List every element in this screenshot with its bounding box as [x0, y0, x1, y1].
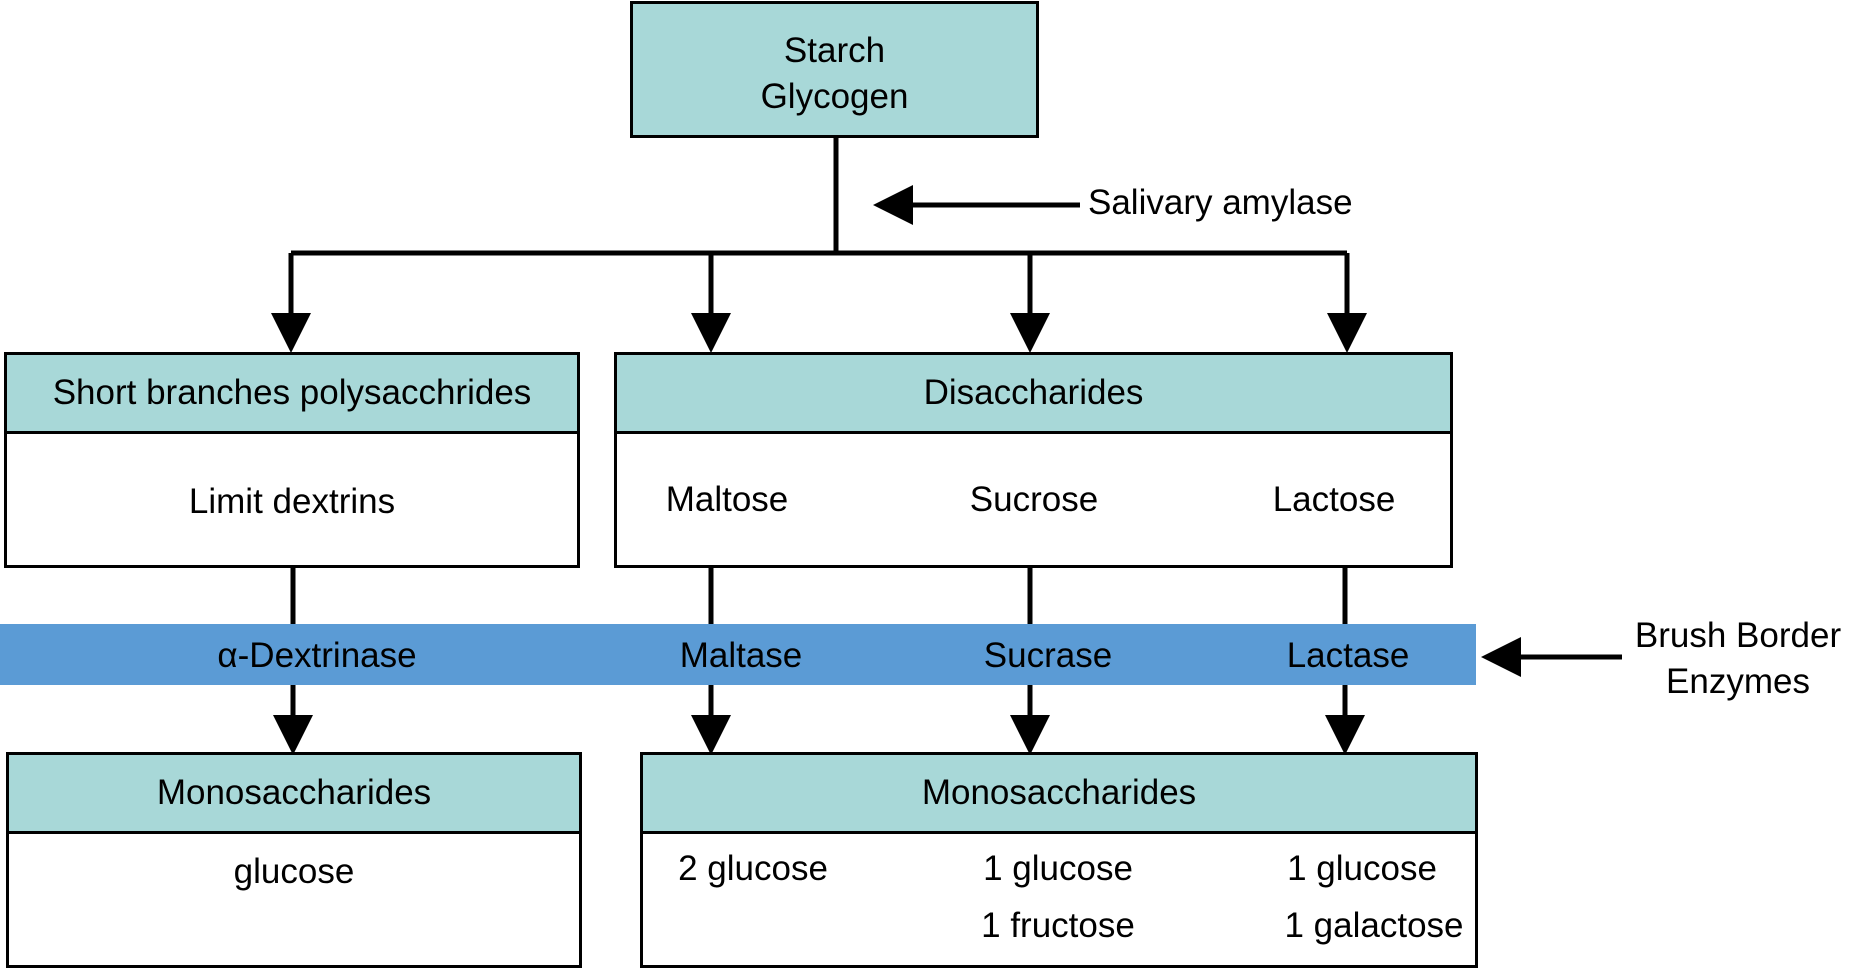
right-monosaccharides-header: Monosaccharides	[643, 755, 1475, 834]
short-branches-box: Short branches polysacchrides Limit dext…	[4, 352, 580, 568]
maltose-label: Maltose	[665, 480, 789, 519]
short-branches-header: Short branches polysacchrides	[7, 355, 577, 434]
lactase-label: Lactase	[1286, 636, 1410, 675]
glycogen-label: Glycogen	[760, 77, 909, 116]
left-glucose-label: glucose	[233, 852, 355, 891]
sucrose-label: Sucrose	[969, 480, 1099, 519]
left-monosaccharides-box: Monosaccharides glucose	[6, 752, 582, 968]
brush-border-line2: Enzymes	[1666, 662, 1810, 701]
starch-glycogen-node: Starch Glycogen	[630, 1, 1039, 138]
enzyme-band	[0, 624, 1476, 685]
lactose-glucose-label: 1 glucose	[1287, 849, 1437, 888]
lactose-label: Lactose	[1272, 480, 1396, 519]
limit-dextrins-label: Limit dextrins	[188, 482, 396, 521]
fructose-label: 1 fructose	[981, 906, 1135, 945]
sucrose-glucose-label: 1 glucose	[983, 849, 1133, 888]
disaccharides-box: Disaccharides	[614, 352, 1453, 568]
galactose-label: 1 galactose	[1284, 906, 1464, 945]
disaccharides-header: Disaccharides	[617, 355, 1450, 434]
left-monosaccharides-header: Monosaccharides	[9, 755, 579, 834]
maltase-label: Maltase	[679, 636, 803, 675]
sucrase-label: Sucrase	[983, 636, 1113, 675]
starch-label: Starch	[783, 31, 886, 70]
salivary-amylase-label: Salivary amylase	[1088, 183, 1353, 222]
two-glucose-label: 2 glucose	[678, 849, 828, 888]
brush-border-line1: Brush Border	[1634, 616, 1842, 655]
alpha-dextrinase-label: α-Dextrinase	[217, 636, 417, 675]
brush-border-label: Brush Border Enzymes	[1620, 613, 1856, 705]
